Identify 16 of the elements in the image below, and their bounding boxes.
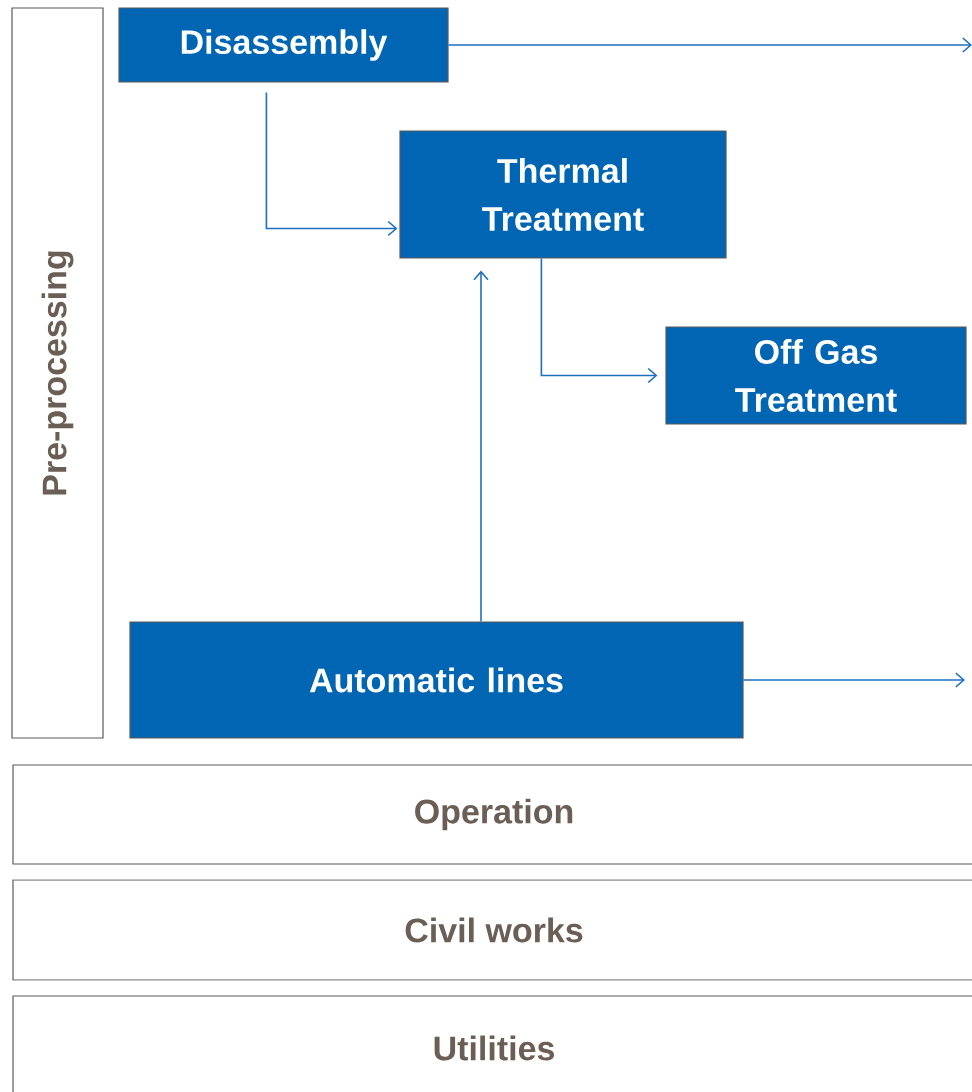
arrow	[742, 672, 965, 688]
arrow	[540, 257, 658, 384]
band-label: Civil works	[405, 917, 583, 943]
horizontal-band	[12, 995, 972, 1092]
arrow	[473, 270, 489, 623]
vertical-band: Pre-processing	[11, 7, 104, 739]
band-label: Operation	[415, 798, 573, 831]
horizontal-band	[12, 764, 972, 865]
process-box: Thermal Treatment	[399, 130, 727, 259]
process-box: Off Gas Treatment	[665, 326, 967, 425]
process-box: Disassembly	[118, 7, 449, 83]
process-box: Automatic lines	[129, 621, 744, 739]
band-label: Utilities	[434, 1035, 555, 1061]
arrow	[265, 91, 398, 237]
arrow	[447, 37, 972, 53]
horizontal-band	[12, 879, 972, 981]
